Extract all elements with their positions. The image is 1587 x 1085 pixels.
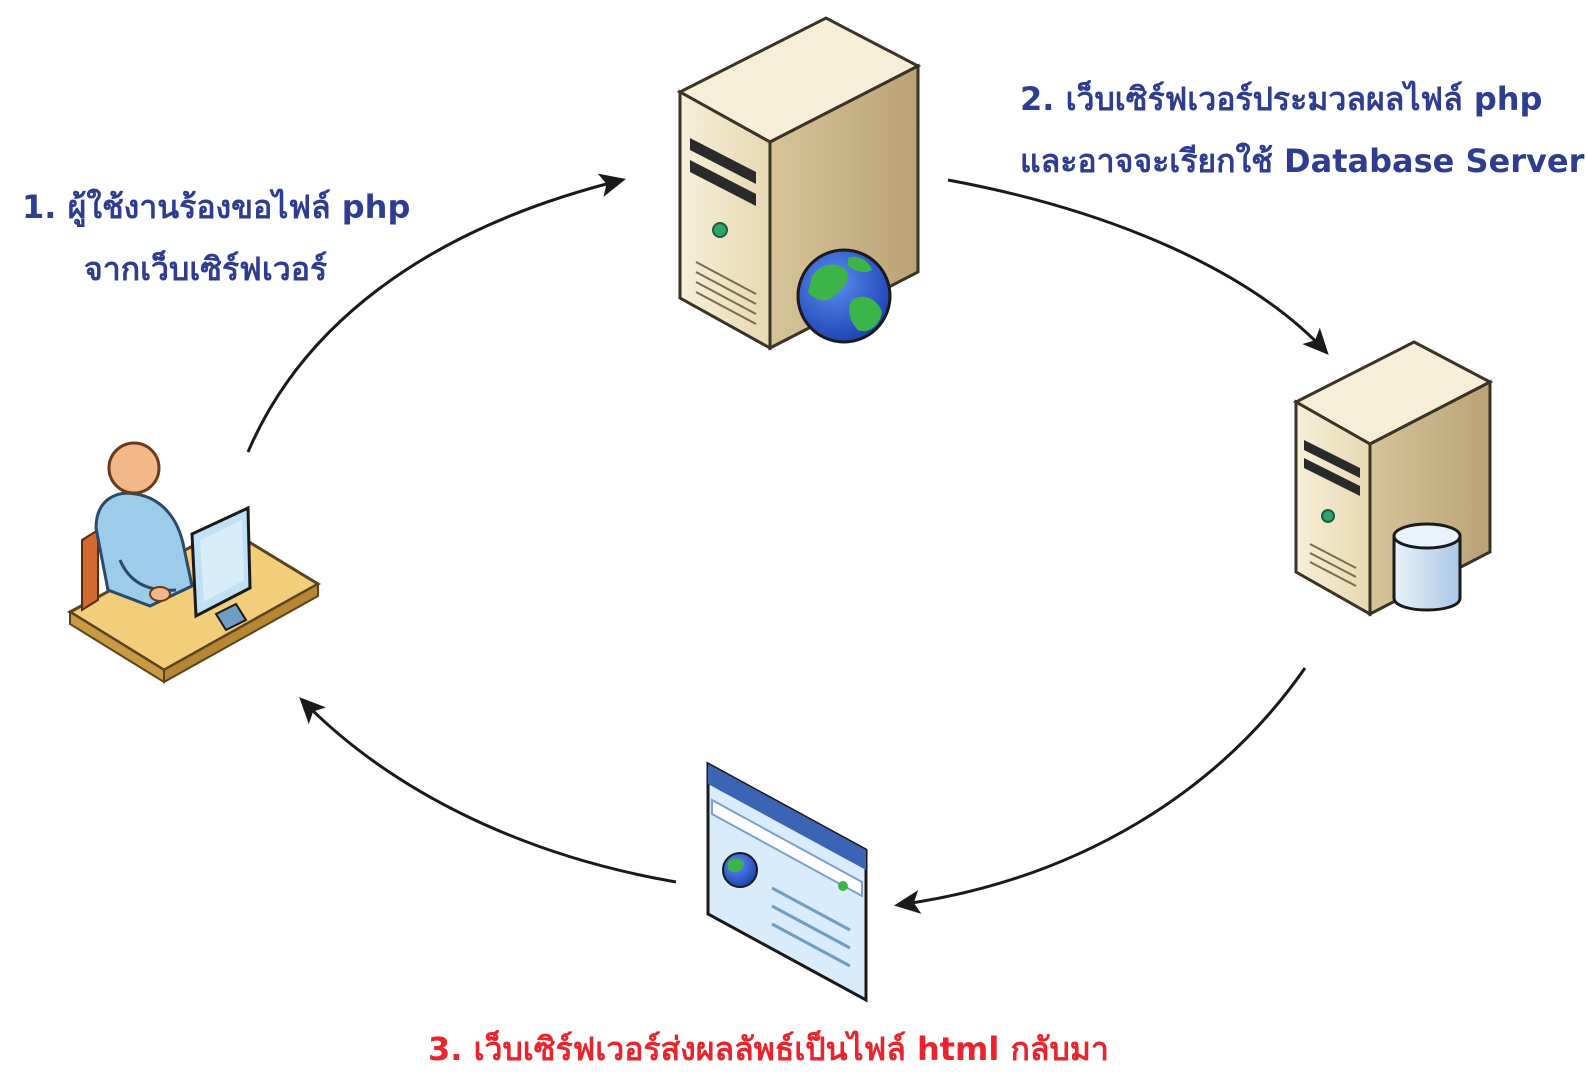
arrow-database-to-htmlpage: [894, 667, 1307, 914]
user-at-computer-icon: [67, 441, 321, 684]
arrow-user-to-webserver: [246, 173, 626, 453]
database-server-icon: [1292, 340, 1494, 617]
arrow-htmlpage-to-user: [299, 697, 677, 884]
step3-line1: 3. เว็บเซิร์ฟเวอร์ส่งผลลัพธ์เป็นไฟล์ htm…: [428, 1030, 1109, 1068]
step1-label: 1. ผู้ใช้งานร้องขอไฟล์ php จากเว็บเซิร์ฟ…: [22, 176, 410, 300]
arrow-webserver-to-database: [947, 178, 1329, 355]
step2-label: 2. เว็บเซิร์ฟเวอร์ประมวลผลไฟล์ php และอา…: [1020, 68, 1584, 192]
step2-line1: 2. เว็บเซิร์ฟเวอร์ประมวลผลไฟล์ php: [1020, 80, 1543, 118]
database-cylinder-icon: [1392, 522, 1462, 612]
step1-line2: จากเว็บเซิร์ฟเวอร์: [84, 250, 328, 288]
web-server-icon: [676, 16, 922, 351]
step1-line1: 1. ผู้ใช้งานร้องขอไฟล์ php: [22, 188, 411, 226]
web-page-icon: [706, 761, 868, 1003]
step2-line2: และอาจจะเรียกใช้ Database Server: [1020, 142, 1585, 180]
globe-icon: [796, 248, 892, 344]
step3-label: 3. เว็บเซิร์ฟเวอร์ส่งผลลัพธ์เป็นไฟล์ htm…: [428, 1018, 1109, 1080]
